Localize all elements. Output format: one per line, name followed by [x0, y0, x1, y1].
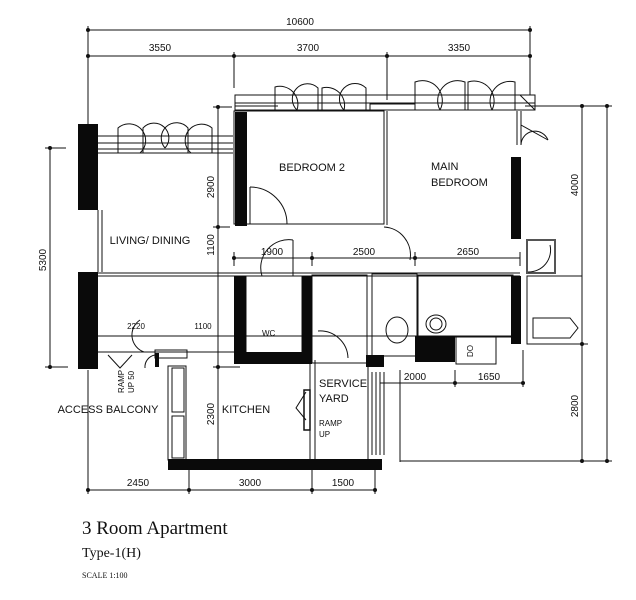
wc-label: WC [262, 329, 276, 338]
dim-2300: 2300 [206, 402, 217, 425]
dim-4000: 4000 [570, 173, 581, 196]
room-kitchen: KITCHEN [222, 404, 270, 416]
room-service-yard-line2: YARD [319, 393, 349, 405]
room-bedroom-2: BEDROOM 2 [279, 162, 345, 174]
room-main-bedroom-line1: MAIN [431, 161, 459, 173]
shelter-label: DO [466, 345, 475, 357]
dim-2450: 2450 [127, 478, 150, 489]
dim-top-seg1: 3550 [149, 43, 172, 54]
room-main-bedroom-line2: BEDROOM [431, 177, 488, 189]
plan-title: 3 Room Apartment [82, 518, 228, 539]
room-service-yard-line1: SERVICE [319, 378, 367, 390]
dim-top-seg3: 3350 [448, 43, 471, 54]
ramp-balcony-line1: RAMP [117, 370, 126, 393]
bedroom-window-band [234, 80, 536, 111]
mid-horizontal-dimension [232, 252, 521, 266]
dim-left-total: 5300 [38, 248, 49, 271]
living-sub-dim-2: 1100 [194, 322, 212, 331]
ramp-up-line2: UP [319, 430, 330, 439]
dim-1900: 1900 [261, 247, 284, 258]
lower-dimension [380, 350, 525, 387]
room-access-balcony: ACCESS BALCONY [58, 404, 160, 416]
top-dimension-lines [86, 26, 532, 130]
living-window-band [98, 122, 233, 154]
bottom-dimension [86, 370, 377, 494]
dim-1500: 1500 [332, 478, 355, 489]
room-living-dining: LIVING/ DINING [110, 235, 191, 247]
dim-top-seg2: 3700 [297, 43, 320, 54]
dim-2900: 2900 [206, 175, 217, 198]
plan-scale: SCALE 1:100 [82, 571, 128, 580]
dim-2500: 2500 [353, 247, 376, 258]
left-dimension [45, 146, 68, 369]
dim-top-total: 10600 [286, 17, 314, 28]
plan-subtitle: Type-1(H) [82, 546, 141, 561]
dim-2650: 2650 [457, 247, 480, 258]
dim-2800: 2800 [570, 394, 581, 417]
inner-vertical-dimension [213, 105, 240, 460]
ramp-balcony-line2: UP 50 [127, 370, 136, 393]
dimension-labels: 10600 3550 3700 3350 5300 2900 1100 2300… [38, 17, 581, 489]
bathroom-fixtures [385, 314, 447, 344]
living-sub-dim-1: 2220 [127, 322, 145, 331]
room-labels: LIVING/ DINING BEDROOM 2 MAIN BEDROOM AC… [58, 161, 488, 439]
dim-1100: 1100 [206, 234, 217, 256]
ramp-up-line1: RAMP [319, 419, 342, 428]
wall-fills [78, 112, 521, 470]
dim-1650: 1650 [478, 372, 501, 383]
dim-2000: 2000 [404, 372, 427, 383]
doors [107, 124, 552, 431]
dim-3000: 3000 [239, 478, 262, 489]
